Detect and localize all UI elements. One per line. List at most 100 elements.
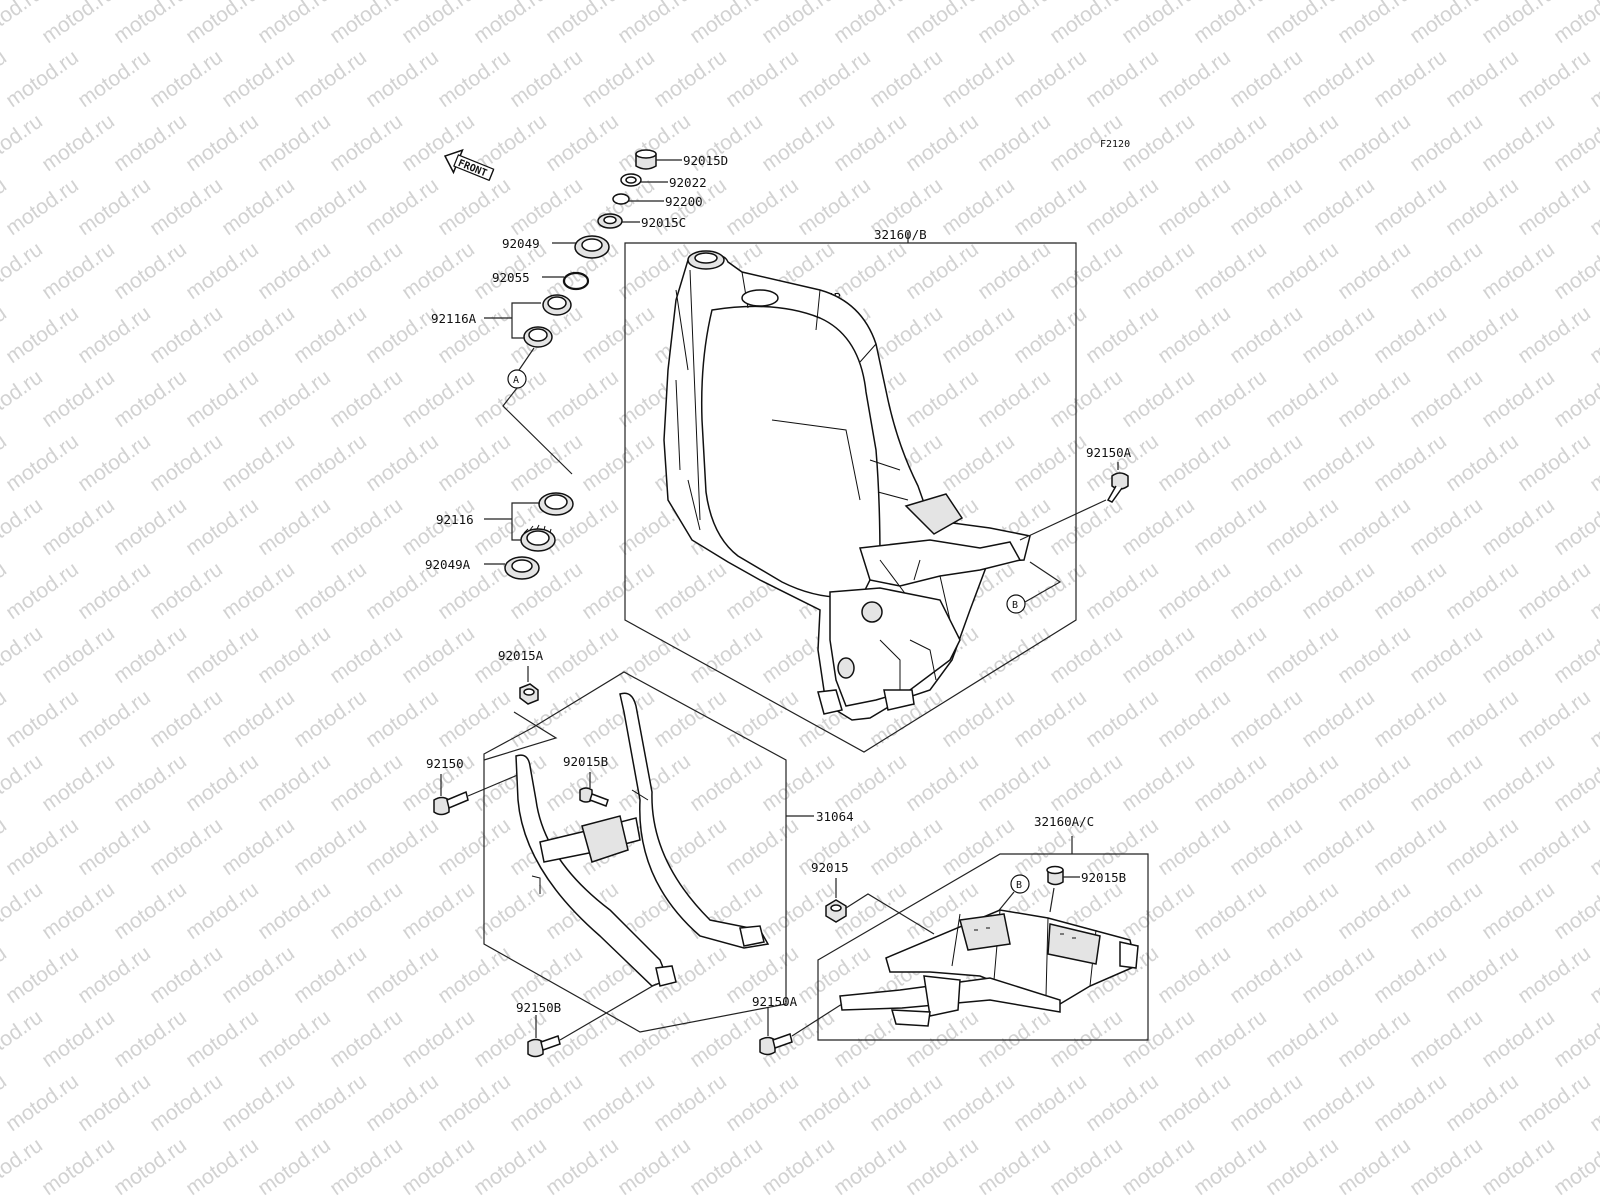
watermark-text: motod.ru (1226, 1070, 1307, 1136)
watermark-text: motod.ru (290, 942, 371, 1008)
watermark-text: motod.ru (1298, 174, 1379, 240)
watermark-text: motod.ru (1406, 750, 1487, 816)
watermark-text: motod.ru (1046, 366, 1127, 432)
watermark-text: motod.ru (1262, 1006, 1343, 1072)
watermark-text: motod.ru (1514, 174, 1595, 240)
watermark-text: motod.ru (1406, 494, 1487, 560)
watermark-text: motod.ru (542, 1134, 623, 1200)
watermark-text: motod.ru (1154, 430, 1235, 496)
label-92015A: 92015A (498, 648, 544, 663)
watermark-text: motod.ru (1190, 0, 1271, 48)
watermark-text: motod.ru (650, 686, 731, 752)
watermark-text: motod.ru (722, 814, 803, 880)
watermark-text: motod.ru (254, 878, 335, 944)
part-92049A-seal (504, 556, 540, 580)
watermark-text: motod.ru (830, 0, 911, 48)
watermark-text: motod.ru (506, 1070, 587, 1136)
watermark-text: motod.ru (506, 46, 587, 112)
watermark-text: motod.ru (290, 686, 371, 752)
watermark-text: motod.ru (1010, 174, 1091, 240)
watermark-text: motod.ru (434, 942, 515, 1008)
watermark-text: motod.ru (686, 0, 767, 48)
watermark-text: motod.ru (2, 1070, 83, 1136)
watermark-text: motod.ru (1442, 1070, 1523, 1136)
watermark-text: motod.ru (1334, 1134, 1415, 1200)
watermark-text: motod.ru (326, 494, 407, 560)
watermark-text: motod.ru (1334, 0, 1415, 48)
watermark-text: motod.ru (1550, 750, 1600, 816)
watermark-text: motod.ru (434, 814, 515, 880)
diagram-id: F2120 (1100, 139, 1130, 150)
label-92150: 92150 (426, 756, 464, 771)
watermark-text: motod.ru (254, 0, 335, 48)
watermark-text: motod.ru (326, 878, 407, 944)
watermark-text: motod.ru (938, 686, 1019, 752)
watermark-text: motod.ru (1118, 1134, 1199, 1200)
watermark-text: motod.ru (722, 174, 803, 240)
watermark-text: motod.ru (254, 366, 335, 432)
watermark-text: motod.ru (974, 1006, 1055, 1072)
watermark-text: motod.ru (614, 1006, 695, 1072)
part-92150-bolt (433, 790, 469, 816)
watermark-text: motod.ru (1082, 302, 1163, 368)
watermark-text: motod.ru (110, 366, 191, 432)
watermark-text: motod.ru (974, 750, 1055, 816)
watermark-text: motod.ru (0, 494, 47, 560)
watermark-text: motod.ru (614, 0, 695, 48)
watermark-text: motod.ru (758, 0, 839, 48)
watermark-text: motod.ru (110, 0, 191, 48)
part-92116A-upper-race (542, 294, 572, 316)
watermark-text: motod.ru (1370, 302, 1451, 368)
watermark-text: motod.ru (362, 686, 443, 752)
watermark-text: motod.ru (254, 1006, 335, 1072)
watermark-text: motod.ru (1190, 366, 1271, 432)
watermark-text: motod.ru (434, 430, 515, 496)
watermark-text: motod.ru (146, 302, 227, 368)
watermark-text: motod.ru (1226, 558, 1307, 624)
watermark-text: motod.ru (470, 1006, 551, 1072)
watermark-text: motod.ru (182, 238, 263, 304)
watermark-text: motod.ru (1406, 110, 1487, 176)
watermark-text: motod.ru (1334, 238, 1415, 304)
watermark-text: motod.ru (578, 430, 659, 496)
watermark-text: motod.ru (218, 558, 299, 624)
watermark-text: motod.ru (1550, 110, 1600, 176)
watermark-text: motod.ru (290, 46, 371, 112)
watermark-text: motod.ru (398, 1006, 479, 1072)
part-92055-ring (562, 271, 590, 291)
watermark-text: motod.ru (146, 1070, 227, 1136)
watermark-text: motod.ru (938, 46, 1019, 112)
watermark-text: motod.ru (506, 174, 587, 240)
watermark-text: motod.ru (974, 622, 1055, 688)
watermark-text: motod.ru (182, 110, 263, 176)
watermark-text: motod.ru (362, 174, 443, 240)
watermark-text: motod.ru (830, 110, 911, 176)
label-92116A: 92116A (431, 311, 477, 326)
watermark-text: motod.ru (74, 814, 155, 880)
watermark-text: motod.ru (326, 1134, 407, 1200)
watermark-text: motod.ru (38, 622, 119, 688)
label-32160A-C: 32160A/C (1034, 814, 1094, 829)
watermark-text: motod.ru (326, 622, 407, 688)
label-92055: 92055 (492, 270, 530, 285)
watermark-text: motod.ru (254, 110, 335, 176)
watermark-text: motod.ru (0, 750, 47, 816)
watermark-text: motod.ru (2, 558, 83, 624)
watermark-text: motod.ru (218, 46, 299, 112)
watermark-text: motod.ru (758, 750, 839, 816)
watermark-text: motod.ru (1478, 494, 1559, 560)
watermark-text: motod.ru (1082, 174, 1163, 240)
watermark-text: motod.ru (650, 558, 731, 624)
watermark-text: motod.ru (434, 46, 515, 112)
watermark-text: motod.ru (1370, 1070, 1451, 1136)
part-92116-bearing (520, 524, 556, 552)
watermark-text: motod.ru (1082, 1070, 1163, 1136)
subframe-31064-group: 92015A 92150 92015B 31064 (426, 648, 854, 1058)
watermark-text: motod.ru (794, 1070, 875, 1136)
watermark-text: motod.ru (650, 1070, 731, 1136)
watermark-text: motod.ru (38, 1134, 119, 1200)
svg-text:B: B (1016, 880, 1022, 891)
watermark-text: motod.ru (1082, 558, 1163, 624)
watermark-text: motod.ru (326, 750, 407, 816)
watermark-text: motod.ru (1478, 1006, 1559, 1072)
